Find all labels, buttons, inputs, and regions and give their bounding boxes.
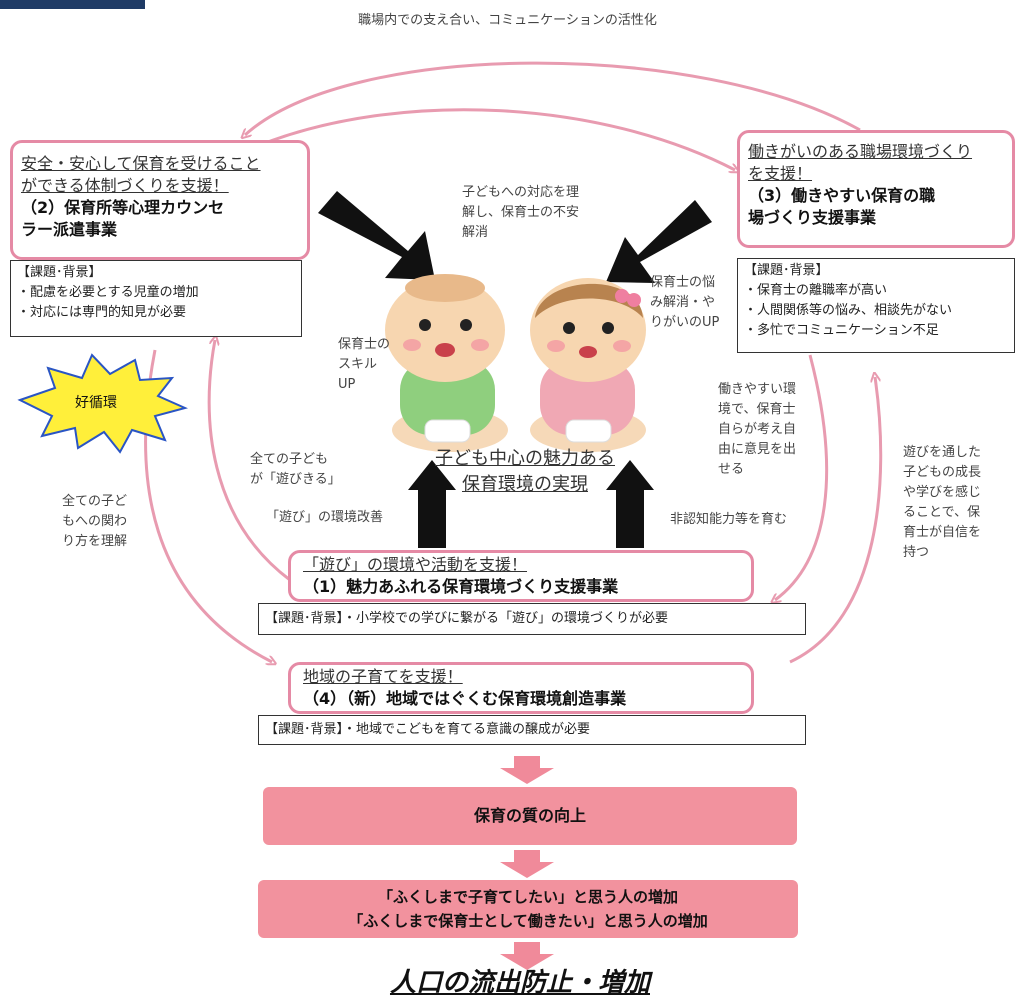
baby-boy-illustration	[385, 274, 508, 452]
project-3-bg-item: ・人間関係等の悩み、相談先がない	[744, 303, 953, 318]
good-cycle-burst	[17, 353, 188, 454]
project-2-lead-line1: 安全・安心して保育を受けること	[21, 154, 261, 173]
header-accent-bar	[0, 0, 145, 9]
project-4-background-box: 【課題･背景】・地域でこどもを育てる意識の醸成が必要	[258, 715, 806, 745]
note-line: 解消	[462, 225, 489, 240]
project-1-lead: 「遊び」の環境や活動を支援！	[303, 555, 528, 574]
center-title-line: 保育環境の実現	[462, 474, 588, 495]
note-line: UP	[338, 377, 356, 392]
note-line: ることで、保	[903, 505, 981, 520]
project-3-title-line2: 場づくり支援事業	[748, 208, 877, 227]
project-3-box: 働きがいのある職場環境づくり を支援！ （3）働きやすい保育の職 場づくり支援事…	[737, 130, 1015, 248]
upper-curve-arrow	[259, 108, 735, 170]
project-2-box: 安全・安心して保育を受けること ができる体制づくりを支援！ （2）保育所等心理カ…	[10, 140, 310, 260]
good-cycle-label: 好循環	[75, 395, 117, 411]
note-line: 遊びを通した	[903, 445, 982, 460]
pink-arrow-down-1	[500, 756, 554, 784]
note-line: や学びを感じ	[903, 485, 982, 500]
right-inner-curve-arrow	[775, 354, 829, 600]
project-2-bg-heading: 【課題･背景】	[17, 265, 102, 280]
note-easy-work: 働きやすい環 境で、保育士 自らが考え自 由に意見を出 せる	[718, 380, 796, 480]
left-inner-curve-arrow	[207, 340, 291, 582]
project-3-bg-heading: 【課題･背景】	[744, 263, 829, 278]
note-line: 育士が自信を	[903, 525, 982, 540]
project-1-background-box: 【課題･背景】・小学校での学びに繋がる「遊び」の環境づくりが必要	[258, 603, 806, 635]
note-line: り方を理解	[62, 534, 128, 549]
project-2-bg-item: ・配慮を必要とする児童の増加	[17, 285, 199, 300]
project-2-background-box: 【課題･背景】 ・配慮を必要とする児童の増加 ・対応には専門的知見が必要	[10, 260, 302, 337]
note-line: 全ての子ど	[62, 494, 128, 509]
note-line: み解消・や	[650, 295, 716, 310]
project-1-box: 「遊び」の環境や活動を支援！ （1）魅力あふれる保育環境づくり支援事業	[288, 550, 754, 602]
project-2-bg-item: ・対応には専門的知見が必要	[17, 305, 187, 320]
note-non-cognitive: 非認知能力等を育む	[670, 512, 788, 527]
increase-line-1: 「ふくしまで子育てしたい」と思う人の増加	[377, 888, 678, 906]
top-caption: 職場内での支え合い、コミュニケーションの活性化	[358, 13, 657, 28]
top-curve-arrow	[245, 61, 861, 135]
project-3-lead-line1: 働きがいのある職場環境づくり	[748, 142, 973, 161]
black-arrow-right	[606, 200, 712, 283]
project-4-box: 地域の子育てを支援！ （4）（新）地域ではぐくむ保育環境創造事業	[288, 662, 754, 714]
note-line: もへの関わ	[62, 514, 128, 529]
note-line: 子どもへの対応を理	[462, 185, 580, 200]
note-line: 子どもの成長	[903, 465, 982, 480]
note-line: 保育士の悩	[650, 275, 716, 290]
black-arrow-left	[318, 191, 435, 280]
population-interest-bar: 「ふくしまで子育てしたい」と思う人の増加 「ふくしまで保育士として働きたい」と思…	[258, 880, 798, 938]
project-2-title-line1: （2）保育所等心理カウンセ	[21, 198, 225, 217]
note-line: 解し、保育士の不安	[462, 205, 580, 220]
quality-improvement-bar: 保育の質の向上	[263, 787, 797, 845]
note-line: 境で、保育士	[718, 402, 796, 417]
pink-arrow-down-3	[500, 942, 554, 970]
note-left-understanding: 全ての子ど もへの関わ り方を理解	[62, 492, 127, 552]
project-3-title-line1: （3）働きやすい保育の職	[748, 186, 936, 205]
note-line: せる	[718, 462, 745, 477]
project-2-lead-line2: ができる体制づくりを支援！	[21, 176, 229, 195]
pink-arrow-down-2	[500, 850, 554, 878]
note-line: が「遊びきる」	[250, 472, 341, 487]
note-line: スキル	[338, 357, 378, 372]
final-goal: 人口の流出防止・増加	[389, 968, 650, 998]
right-outer-curve-arrow	[789, 377, 883, 664]
note-line: 自らが考え自	[718, 422, 797, 437]
note-right-confidence: 遊びを通した 子どもの成長 や学びを感じ ることで、保 育士が自信を 持つ	[903, 443, 981, 563]
note-all-play: 全ての子ども が「遊びきる」	[250, 450, 341, 490]
project-2-title-line2: ラー派遣事業	[21, 220, 118, 239]
note-skill-up: 保育士の スキル UP	[338, 335, 390, 395]
note-play-environment: 「遊び」の環境改善	[266, 510, 384, 525]
note-worry-relief: 保育士の悩 み解消・や りがいのUP	[650, 273, 719, 333]
baby-girl-illustration	[530, 278, 646, 452]
black-arrow-up-left	[408, 460, 456, 548]
black-arrow-up-right	[606, 460, 654, 548]
note-line: 全ての子ども	[250, 452, 329, 467]
project-3-background-box: 【課題･背景】 ・保育士の離職率が高い ・人間関係等の悩み、相談先がない ・多忙…	[737, 258, 1015, 353]
center-title-line: 子ども中心の魅力ある	[435, 448, 615, 469]
project-1-title: （1）魅力あふれる保育環境づくり支援事業	[303, 577, 619, 596]
note-line: 保育士の	[338, 337, 391, 352]
project-4-title: （4）（新）地域ではぐくむ保育環境創造事業	[303, 689, 627, 708]
note-line: 由に意見を出	[718, 442, 797, 457]
note-line: 働きやすい環	[718, 382, 797, 397]
project-3-bg-item: ・保育士の離職率が高い	[744, 283, 888, 298]
increase-line-2: 「ふくしまで保育士として働きたい」と思う人の増加	[348, 912, 708, 930]
project-3-bg-item: ・多忙でコミュニケーション不足	[744, 323, 939, 338]
project-4-lead: 地域の子育てを支援！	[303, 667, 463, 686]
note-line: 持つ	[903, 545, 930, 560]
center-title: 子ども中心の魅力ある 保育環境の実現	[400, 446, 650, 498]
note-understanding: 子どもへの対応を理 解し、保育士の不安 解消	[462, 183, 579, 243]
project-3-lead-line2: を支援！	[748, 164, 813, 183]
note-line: りがいのUP	[650, 315, 720, 330]
